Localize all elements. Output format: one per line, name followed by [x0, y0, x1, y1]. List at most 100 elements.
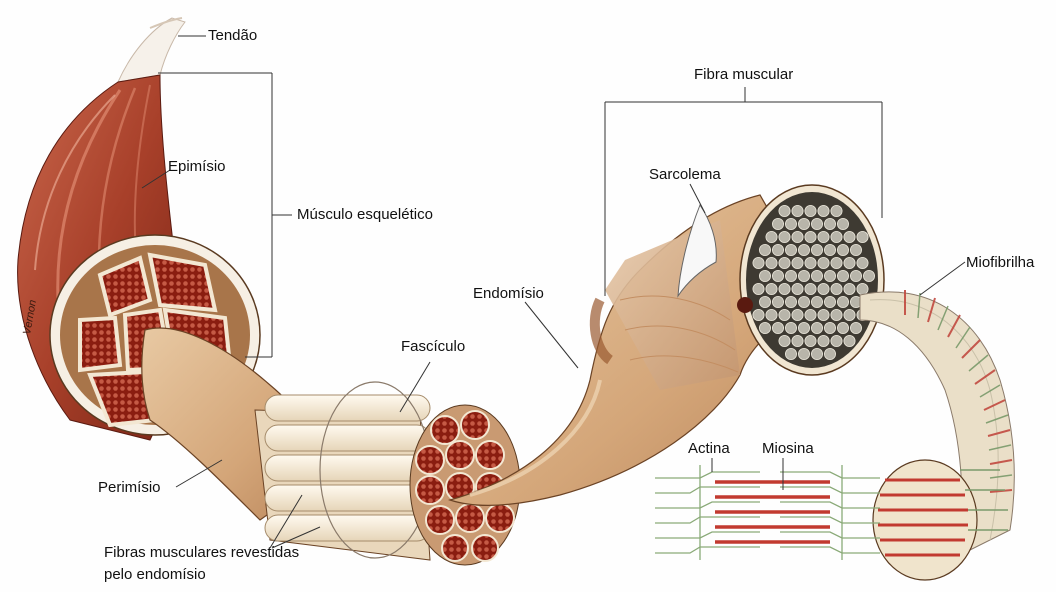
myofibril-dot [772, 296, 783, 307]
myofibril-dot [785, 296, 796, 307]
myofibril-dot [805, 205, 816, 216]
myofibril-dot [805, 309, 816, 320]
myofibril-dot [857, 283, 868, 294]
myofibril-dot [831, 309, 842, 320]
myofibril-dot [805, 257, 816, 268]
myofibril-dot [766, 231, 777, 242]
myofibril-dot [766, 283, 777, 294]
myofibril-dot [753, 257, 764, 268]
myofibril-dot [831, 257, 842, 268]
myofibril-dot [753, 309, 764, 320]
myofibril-dot [785, 348, 796, 359]
myofibril-dot [798, 244, 809, 255]
myofibril-dot [857, 257, 868, 268]
myofibril-dot [818, 257, 829, 268]
myofibril-dot [811, 296, 822, 307]
myofibril-dot [798, 218, 809, 229]
label-epimisio: Epimísio [168, 158, 226, 176]
myofibril-dot [811, 218, 822, 229]
myofibril-dot [759, 270, 770, 281]
myofibril-dot [785, 218, 796, 229]
myofibril-dot [805, 283, 816, 294]
label-fasciculo: Fascículo [401, 338, 465, 356]
myofibril-dot [766, 257, 777, 268]
tendon [118, 18, 185, 82]
myofibril-dot [759, 296, 770, 307]
myofibril-dot [811, 322, 822, 333]
myofibril-dot [850, 244, 861, 255]
label-fibra-muscular: Fibra muscular [694, 66, 793, 84]
myofibril-dot [779, 309, 790, 320]
label-actina: Actina [688, 440, 730, 458]
label-tendao: Tendão [208, 27, 257, 45]
myofibril [860, 290, 1014, 580]
myofibril-dot [837, 322, 848, 333]
myofibril-dot [837, 270, 848, 281]
myofibril-dot [792, 283, 803, 294]
myofibril-dot [824, 244, 835, 255]
myofibril-dot [844, 335, 855, 346]
myofibril-dot [844, 283, 855, 294]
myofibril-dot [772, 322, 783, 333]
myofibril-dot [850, 322, 861, 333]
label-fibras-revestidas-2: pelo endomísio [104, 566, 206, 584]
myofibril-dot [759, 244, 770, 255]
myofibril-dot [798, 348, 809, 359]
myofibril-dot [837, 244, 848, 255]
myofibril-dot [772, 244, 783, 255]
myofibril-dot [779, 231, 790, 242]
label-perimisio: Perimísio [98, 479, 161, 497]
sarcomere-filaments [655, 465, 880, 560]
myofibril-dot [785, 244, 796, 255]
myofibril-dot [850, 270, 861, 281]
myofibril-dot [766, 309, 777, 320]
myofibril-dot [792, 309, 803, 320]
myofibril-dot [779, 335, 790, 346]
myofibril-dot [818, 309, 829, 320]
myofibril-dot [792, 205, 803, 216]
myofibril-dot [818, 231, 829, 242]
label-endomisio: Endomísio [473, 285, 544, 303]
label-miofibrilha: Miofibrilha [966, 254, 1034, 272]
myofibril-dot [759, 322, 770, 333]
label-musculo-esqueletico: Músculo esquelético [297, 206, 433, 224]
myofibril-dot [857, 231, 868, 242]
myofibril-dot [831, 335, 842, 346]
myofibril-dot [798, 270, 809, 281]
myofibril-dot [772, 270, 783, 281]
label-miosina: Miosina [762, 440, 814, 458]
myofibril-dot [837, 296, 848, 307]
myofibril-dot [831, 283, 842, 294]
myofibril-dot [818, 335, 829, 346]
myofibril-dot [779, 205, 790, 216]
myofibril-dot [824, 296, 835, 307]
myofibril-dot [798, 322, 809, 333]
myofibril-dot [844, 231, 855, 242]
myofibril-dot [844, 309, 855, 320]
myofibril-dot [811, 244, 822, 255]
myofibril-dot [798, 296, 809, 307]
myofibril-dot [792, 231, 803, 242]
myofibril-dot [805, 231, 816, 242]
myofibril-dot [824, 218, 835, 229]
myofibril-dot [818, 283, 829, 294]
myofibril-dot [811, 348, 822, 359]
myofibril-dot [844, 257, 855, 268]
myofibril-dot [811, 270, 822, 281]
myofibril-dot [779, 283, 790, 294]
myofibril-dot [753, 283, 764, 294]
label-fibras-revestidas-1: Fibras musculares revestidas [104, 544, 299, 562]
myofibril-dot [785, 322, 796, 333]
label-sarcolema: Sarcolema [649, 166, 721, 184]
myofibril-dot [863, 270, 874, 281]
myofibril-dot [805, 335, 816, 346]
myofibril-dot [785, 270, 796, 281]
myofibril-dot [818, 205, 829, 216]
myofibril-dot [824, 270, 835, 281]
myofibril-dot [837, 218, 848, 229]
myofibril-dot [772, 218, 783, 229]
myofibril-dot [779, 257, 790, 268]
myofibril-dot [792, 335, 803, 346]
myofibril-dot [831, 205, 842, 216]
